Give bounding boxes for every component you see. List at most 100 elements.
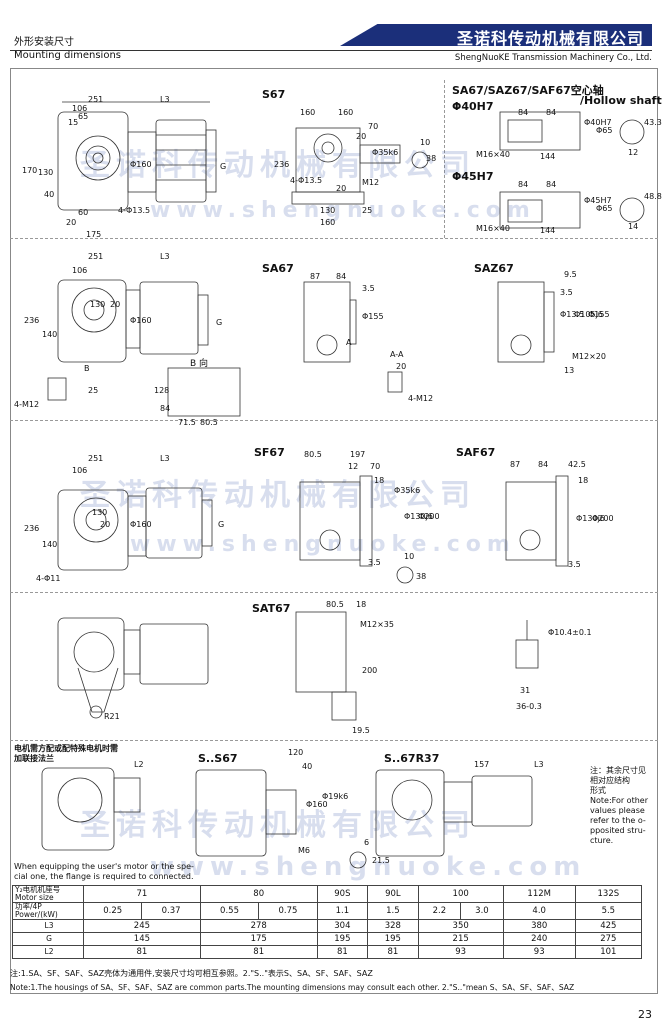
sat67-side-view	[295, 611, 357, 721]
side-note-line: pposited stru-	[590, 826, 646, 835]
header-rule	[10, 50, 652, 51]
dim-label: 9.5	[564, 270, 577, 279]
dim-label: 84	[538, 460, 549, 469]
table-cell: 80	[199, 885, 318, 903]
table-cell: 0.25	[82, 902, 143, 920]
table-header: L3	[12, 919, 84, 933]
dim-label: 12	[348, 462, 359, 471]
dim-label: L3	[160, 454, 170, 463]
dim-label: 251	[88, 95, 104, 104]
dim-label: B	[84, 364, 90, 373]
dim-label: Φ10.4±0.1	[548, 628, 592, 637]
table-cell: 93	[502, 945, 576, 959]
dim-label: 20	[336, 184, 347, 193]
sa67-title: SA67	[262, 262, 294, 275]
table-cell: 145	[83, 932, 201, 946]
table-cell: 3.0	[460, 902, 504, 920]
dim-label: 10	[404, 552, 415, 561]
table-cell: 195	[367, 932, 419, 946]
s67-title: S67	[262, 88, 286, 101]
dim-label: R21	[104, 712, 120, 721]
dim-label: 106	[72, 104, 88, 113]
dim-label: Φ200	[592, 514, 614, 523]
side-note-line: Note:For other	[590, 796, 648, 805]
sa67-side-view	[303, 281, 403, 393]
brand-name-en: ShengNuoKE Transmission Machinery Co., L…	[454, 53, 652, 63]
sat67-title: SAT67	[252, 602, 291, 615]
dim-label: Φ155	[362, 312, 384, 321]
dim-label: 43.3	[644, 118, 662, 127]
dim-label: G	[216, 318, 223, 327]
table-cell: 195	[316, 932, 369, 946]
dim-label: 36-0.3	[516, 702, 542, 711]
dim-label: 25	[362, 206, 373, 215]
hollow-shaft-title: SA67/SAZ67/SAF67空心轴	[452, 84, 604, 97]
dim-label: Φ160	[306, 800, 328, 809]
dim-label: Φ160	[130, 316, 152, 325]
table-header: G	[12, 932, 84, 946]
side-note-line: values please	[590, 806, 645, 815]
dim-label: 197	[350, 450, 366, 459]
dim-label: 80.5	[326, 600, 344, 609]
hollow-40-title: Φ40H7	[452, 100, 494, 113]
dim-label: 106	[72, 266, 88, 275]
table-cell: 93	[417, 945, 504, 959]
dim-label: 20	[110, 300, 121, 309]
dim-label: Φ160	[130, 160, 152, 169]
saf67-title: SAF67	[456, 446, 496, 459]
dim-label: 60	[78, 208, 89, 217]
table-header: L2	[12, 945, 84, 959]
table-cell: 81	[83, 945, 201, 959]
dim-label: 106	[72, 466, 88, 475]
dim-label: Φ130j6	[404, 512, 433, 521]
dim-label: 236	[24, 524, 40, 533]
separator	[10, 238, 658, 239]
table-cell: 328	[367, 919, 419, 933]
dim-label: 40	[302, 762, 313, 771]
dim-label: 3.5	[362, 284, 375, 293]
dim-label: 3.5	[568, 560, 581, 569]
dim-label: 80.5	[304, 450, 322, 459]
b-view-label: B 向	[190, 359, 209, 369]
torque-arm-detail	[515, 620, 539, 669]
table-cell: 132S	[574, 885, 643, 903]
dim-label: Φ65	[596, 204, 613, 213]
table-cell: 425	[574, 919, 643, 933]
dim-label: M12×20	[572, 352, 606, 361]
dim-label: 38	[426, 154, 437, 163]
dim-label: 4-M12	[14, 400, 40, 409]
dim-label: G	[220, 162, 227, 171]
dim-label: 236	[274, 160, 290, 169]
table-row: L2 81 81 81 81 93 93 101	[12, 945, 643, 959]
dim-label: Φ105j6	[574, 310, 603, 319]
table-cell: 304	[316, 919, 369, 933]
table-row: G 145 175 195 195 215 240 275	[12, 932, 643, 946]
dim-label: 42.5	[568, 460, 586, 469]
table-cell: 275	[574, 932, 643, 946]
dim-label: Φ65	[596, 126, 613, 135]
table-cell: 0.37	[141, 902, 201, 920]
dim-label: 144	[540, 226, 556, 235]
dim-label: 4-M12	[408, 394, 434, 403]
dim-label: 40	[44, 190, 55, 199]
table-cell: 100	[417, 885, 504, 903]
dim-label: Φ13.5	[560, 310, 585, 319]
dim-label: 4-Φ13.5	[290, 176, 323, 185]
table-cell: 90S	[316, 885, 369, 903]
table-cell: 101	[574, 945, 643, 959]
dim-label: 120	[288, 748, 304, 757]
a-a-label: A-A	[390, 350, 404, 359]
hollow-shaft-views	[499, 111, 645, 229]
dim-label: 18	[374, 476, 385, 485]
dim-label: 20	[396, 362, 407, 371]
dim-label: 140	[42, 330, 58, 339]
table-cell: 81	[199, 945, 318, 959]
dim-label: 175	[86, 230, 102, 239]
dim-label: L3	[160, 252, 170, 261]
dim-label: 6	[364, 838, 370, 847]
dim-label: 38	[416, 572, 427, 581]
dim-label: 130	[38, 168, 54, 177]
